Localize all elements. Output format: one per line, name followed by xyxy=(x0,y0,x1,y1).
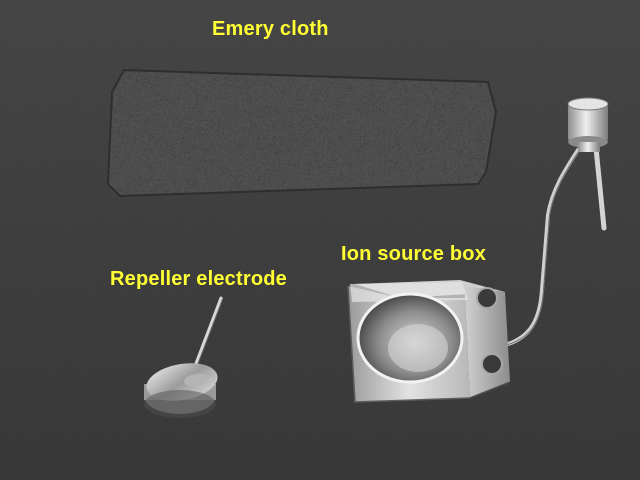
ion-source-box xyxy=(347,97,609,403)
repeller-electrode xyxy=(144,296,224,418)
emery-cloth-label: Emery cloth xyxy=(212,18,329,40)
emery-cloth-pad xyxy=(106,68,498,198)
ion-source-box-label: Ion source box xyxy=(341,243,487,265)
repeller-electrode-label: Repeller electrode xyxy=(110,268,288,290)
